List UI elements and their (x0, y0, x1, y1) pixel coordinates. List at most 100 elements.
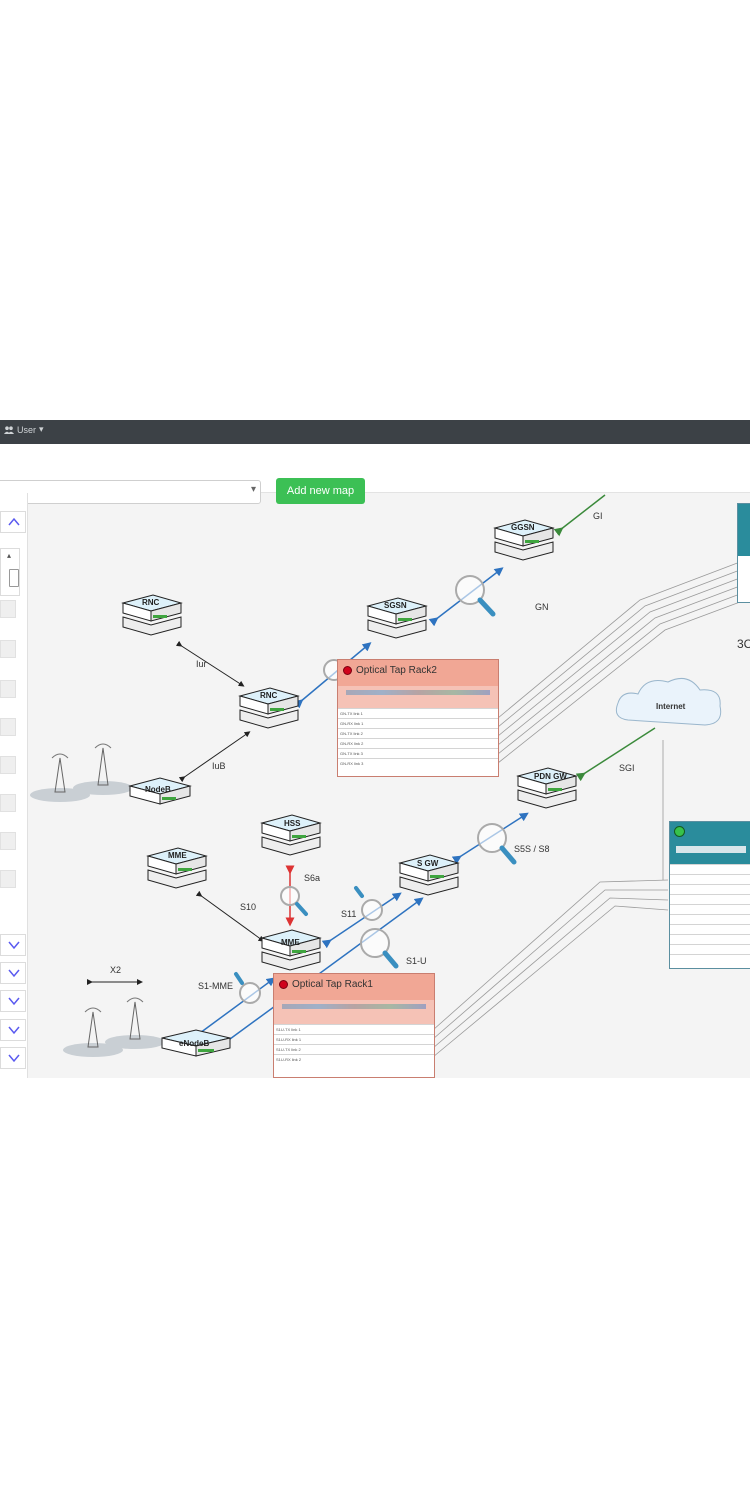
table-row[interactable] (670, 954, 750, 964)
tap-magnifier-icon (360, 928, 399, 969)
table-row[interactable]: S1U-RX link 2 (274, 1054, 434, 1064)
device-label-enodeb[interactable]: eNodeB (179, 1039, 210, 1048)
panel-row[interactable] (0, 640, 16, 658)
table-row[interactable] (670, 874, 750, 884)
link-label-s10: S10 (240, 902, 257, 912)
table-row[interactable] (670, 934, 750, 944)
panel-row[interactable] (0, 600, 16, 618)
select-arrow-icon: ▾ (250, 484, 256, 495)
router-icon (161, 1029, 231, 1057)
tap-magnifier-icon (455, 575, 496, 617)
rack-panel-bottom[interactable] (669, 821, 750, 969)
scroll-up-icon: ▴ (7, 551, 12, 560)
table-row[interactable]: GN-TX link 3 (338, 748, 498, 758)
link-label-sgi: SGI (619, 763, 635, 773)
router-icon (121, 594, 183, 636)
router-icon (128, 777, 192, 805)
table-row[interactable]: S1U-TX link 2 (274, 1044, 434, 1054)
tap-row-label: GN-RX link 3 (340, 761, 364, 766)
panel-scroll-box[interactable]: ▴ (0, 548, 20, 596)
table-row[interactable] (670, 944, 750, 954)
edge-text: 3C (737, 637, 750, 651)
device-label-mme[interactable]: MME (168, 851, 187, 860)
expand-down-button[interactable] (0, 1047, 26, 1069)
table-row[interactable]: GN-RX link 2 (338, 738, 498, 748)
rack-panel-top[interactable] (737, 503, 750, 603)
link-label-iub: IuB (212, 761, 226, 771)
panel-row[interactable] (0, 870, 16, 888)
link-label-s1mme: S1-MME (198, 981, 234, 991)
device-label-rnc[interactable]: RNC (142, 598, 160, 607)
optical-tap-rack2-panel[interactable]: Optical Tap Rack2 GN-TX link 1 GN-RX lin… (337, 659, 499, 777)
tap-magnifier-icon (477, 823, 517, 865)
status-dot-icon (674, 826, 685, 837)
tap-magnifier-icon (280, 886, 308, 916)
tap-panel-header: Optical Tap Rack2 (338, 660, 498, 695)
app-window: User ▾ ▾ Add new map ▴ (0, 420, 750, 1078)
tap-row-label: S1U-TX link 2 (276, 1047, 301, 1052)
table-row[interactable] (670, 884, 750, 894)
device-label-sgw[interactable]: S GW (417, 859, 439, 868)
tap-row-label: GN-RX link 2 (340, 741, 364, 746)
link-label-s6a: S6a (304, 873, 321, 883)
router-icon (260, 929, 322, 971)
rack-header (738, 504, 750, 556)
map-select[interactable]: ▾ (0, 480, 261, 504)
table-row[interactable] (670, 914, 750, 924)
expand-down-button[interactable] (0, 1019, 26, 1041)
table-row[interactable]: S1U-TX link 1 (274, 1024, 434, 1034)
expand-down-button[interactable] (0, 962, 26, 984)
panel-row[interactable] (0, 832, 16, 850)
device-label-ggsn[interactable]: GGSN (511, 523, 535, 532)
panel-row[interactable] (0, 756, 16, 774)
link-label-s11: S11 (341, 909, 357, 919)
table-row[interactable] (670, 904, 750, 914)
user-menu[interactable]: User ▾ (4, 424, 44, 435)
device-label-hss[interactable]: HSS (284, 819, 301, 828)
tap-magnifier-icon (234, 972, 261, 1004)
device-label-pdngw[interactable]: PDN GW (534, 772, 567, 781)
table-row[interactable]: GN-TX link 2 (338, 728, 498, 738)
router-icon (493, 519, 555, 561)
link-label-iur: Iur (196, 659, 207, 669)
network-map-canvas[interactable]: GGSN RNC SGSN RNC NodeB HSS MME S GW PDN… (28, 493, 750, 1078)
link-label-s5s8: S5S / S8 (514, 844, 550, 854)
collapse-up-button[interactable] (0, 511, 26, 533)
add-new-map-button[interactable]: Add new map (276, 478, 365, 504)
scroll-thumb[interactable] (9, 569, 19, 587)
network-devices (121, 519, 578, 1057)
link-label-s1u: S1-U (406, 956, 427, 966)
table-row[interactable]: S1U-RX link 1 (274, 1034, 434, 1044)
tap-panel-title: Optical Tap Rack2 (356, 665, 437, 676)
caret-down-icon: ▾ (39, 424, 44, 434)
tap-panel-header: Optical Tap Rack1 (274, 974, 434, 1009)
optical-tap-rack1-panel[interactable]: Optical Tap Rack1 S1U-TX link 1 S1U-RX l… (273, 973, 435, 1078)
table-row[interactable] (670, 894, 750, 904)
table-row[interactable]: GN-RX link 1 (338, 718, 498, 728)
table-row[interactable] (670, 864, 750, 874)
panel-row[interactable] (0, 794, 16, 812)
tap-row-label: GN-RX link 1 (340, 721, 364, 726)
table-row[interactable]: GN-TX link 1 (338, 708, 498, 718)
device-label-sgsn[interactable]: SGSN (384, 601, 407, 610)
panel-row[interactable] (0, 680, 16, 698)
link-label-x2: X2 (110, 965, 122, 975)
cell-tower-icon (30, 743, 133, 802)
link-label-gi: GI (593, 511, 603, 521)
tap-row-label: GN-TX link 2 (340, 731, 363, 736)
device-label-nodeb[interactable]: NodeB (145, 785, 171, 794)
chevron-down-icon (8, 941, 20, 950)
device-label-rnc[interactable]: RNC (260, 691, 278, 700)
table-row[interactable]: GN-RX link 3 (338, 758, 498, 768)
users-icon (4, 425, 14, 434)
internet-label: Internet (656, 702, 686, 711)
device-label-mme[interactable]: MME (281, 938, 300, 947)
table-row[interactable] (670, 924, 750, 934)
chevron-up-icon (8, 517, 20, 526)
tap-row-label: GN-TX link 1 (340, 711, 363, 716)
router-icon (398, 854, 460, 896)
router-icon (146, 847, 208, 889)
expand-down-button[interactable] (0, 990, 26, 1012)
panel-row[interactable] (0, 718, 16, 736)
expand-down-button[interactable] (0, 934, 26, 956)
